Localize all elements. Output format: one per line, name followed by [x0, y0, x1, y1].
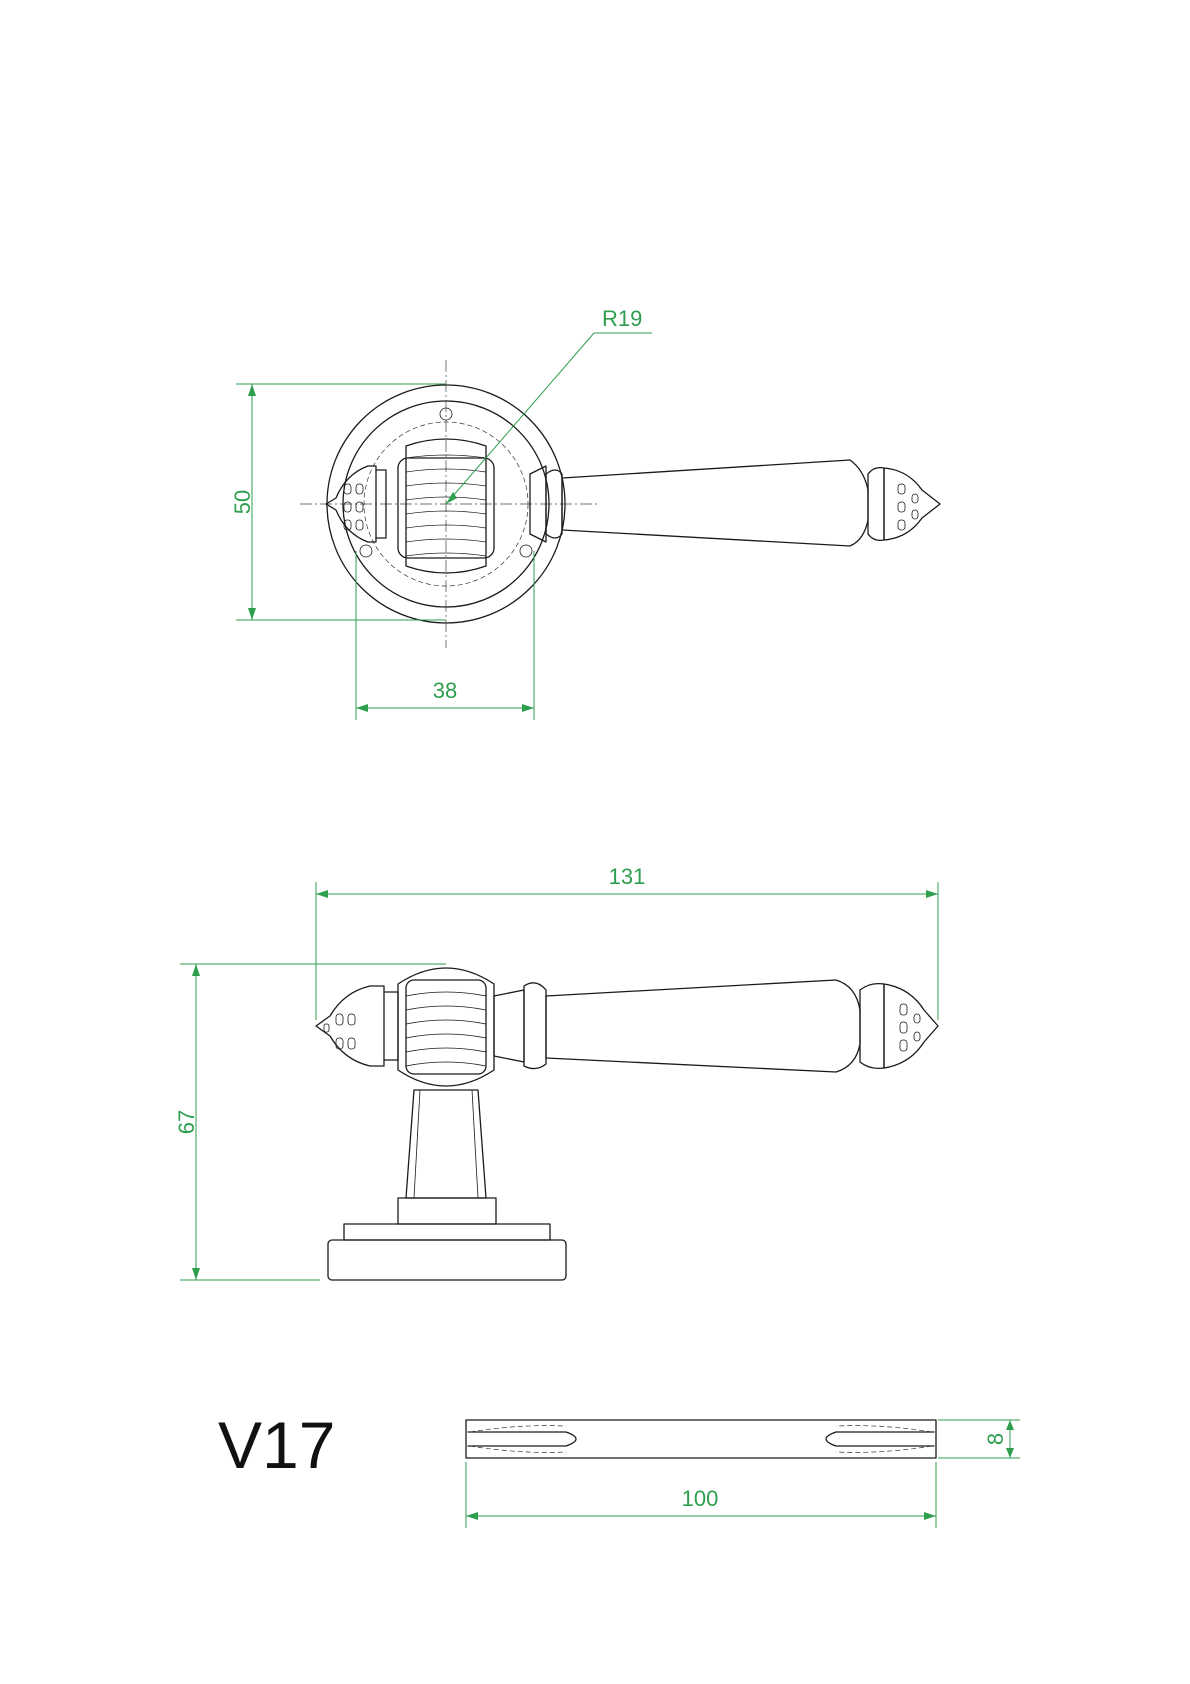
side-left-finial [315, 985, 399, 1067]
side-length-label: 131 [609, 864, 646, 889]
front-radius-dimension: R19 [445, 306, 652, 505]
side-shaft [405, 1089, 487, 1199]
front-center-lines [300, 360, 600, 648]
side-base [327, 1197, 567, 1281]
side-height-label: 67 [174, 1110, 199, 1134]
section-bar [465, 1419, 937, 1459]
section-length-dimension: 100 [465, 1462, 937, 1528]
model-code-label: V17 [218, 1408, 335, 1482]
fixing-span-label: 38 [433, 678, 457, 703]
side-height-dimension: 67 [174, 963, 446, 1281]
side-fluted-hub [397, 967, 495, 1087]
side-length-dimension: 131 [315, 864, 939, 1020]
section-length-label: 100 [682, 1486, 719, 1511]
side-lever-handle [493, 979, 939, 1073]
front-height-dimension: 50 [230, 383, 446, 621]
section-view: 8 100 [465, 1419, 1020, 1528]
front-left-finial [325, 465, 387, 543]
front-view: R19 50 38 [230, 306, 941, 720]
section-thickness-dimension: 8 [938, 1419, 1020, 1459]
front-fluted-hub [397, 438, 495, 574]
front-span-dimension: 38 [355, 551, 535, 720]
front-height-label: 50 [230, 490, 255, 514]
radius-label: R19 [602, 306, 642, 331]
side-view: 131 67 [174, 864, 939, 1281]
front-lever-handle [529, 459, 941, 547]
section-thickness-label: 8 [983, 1433, 1008, 1445]
